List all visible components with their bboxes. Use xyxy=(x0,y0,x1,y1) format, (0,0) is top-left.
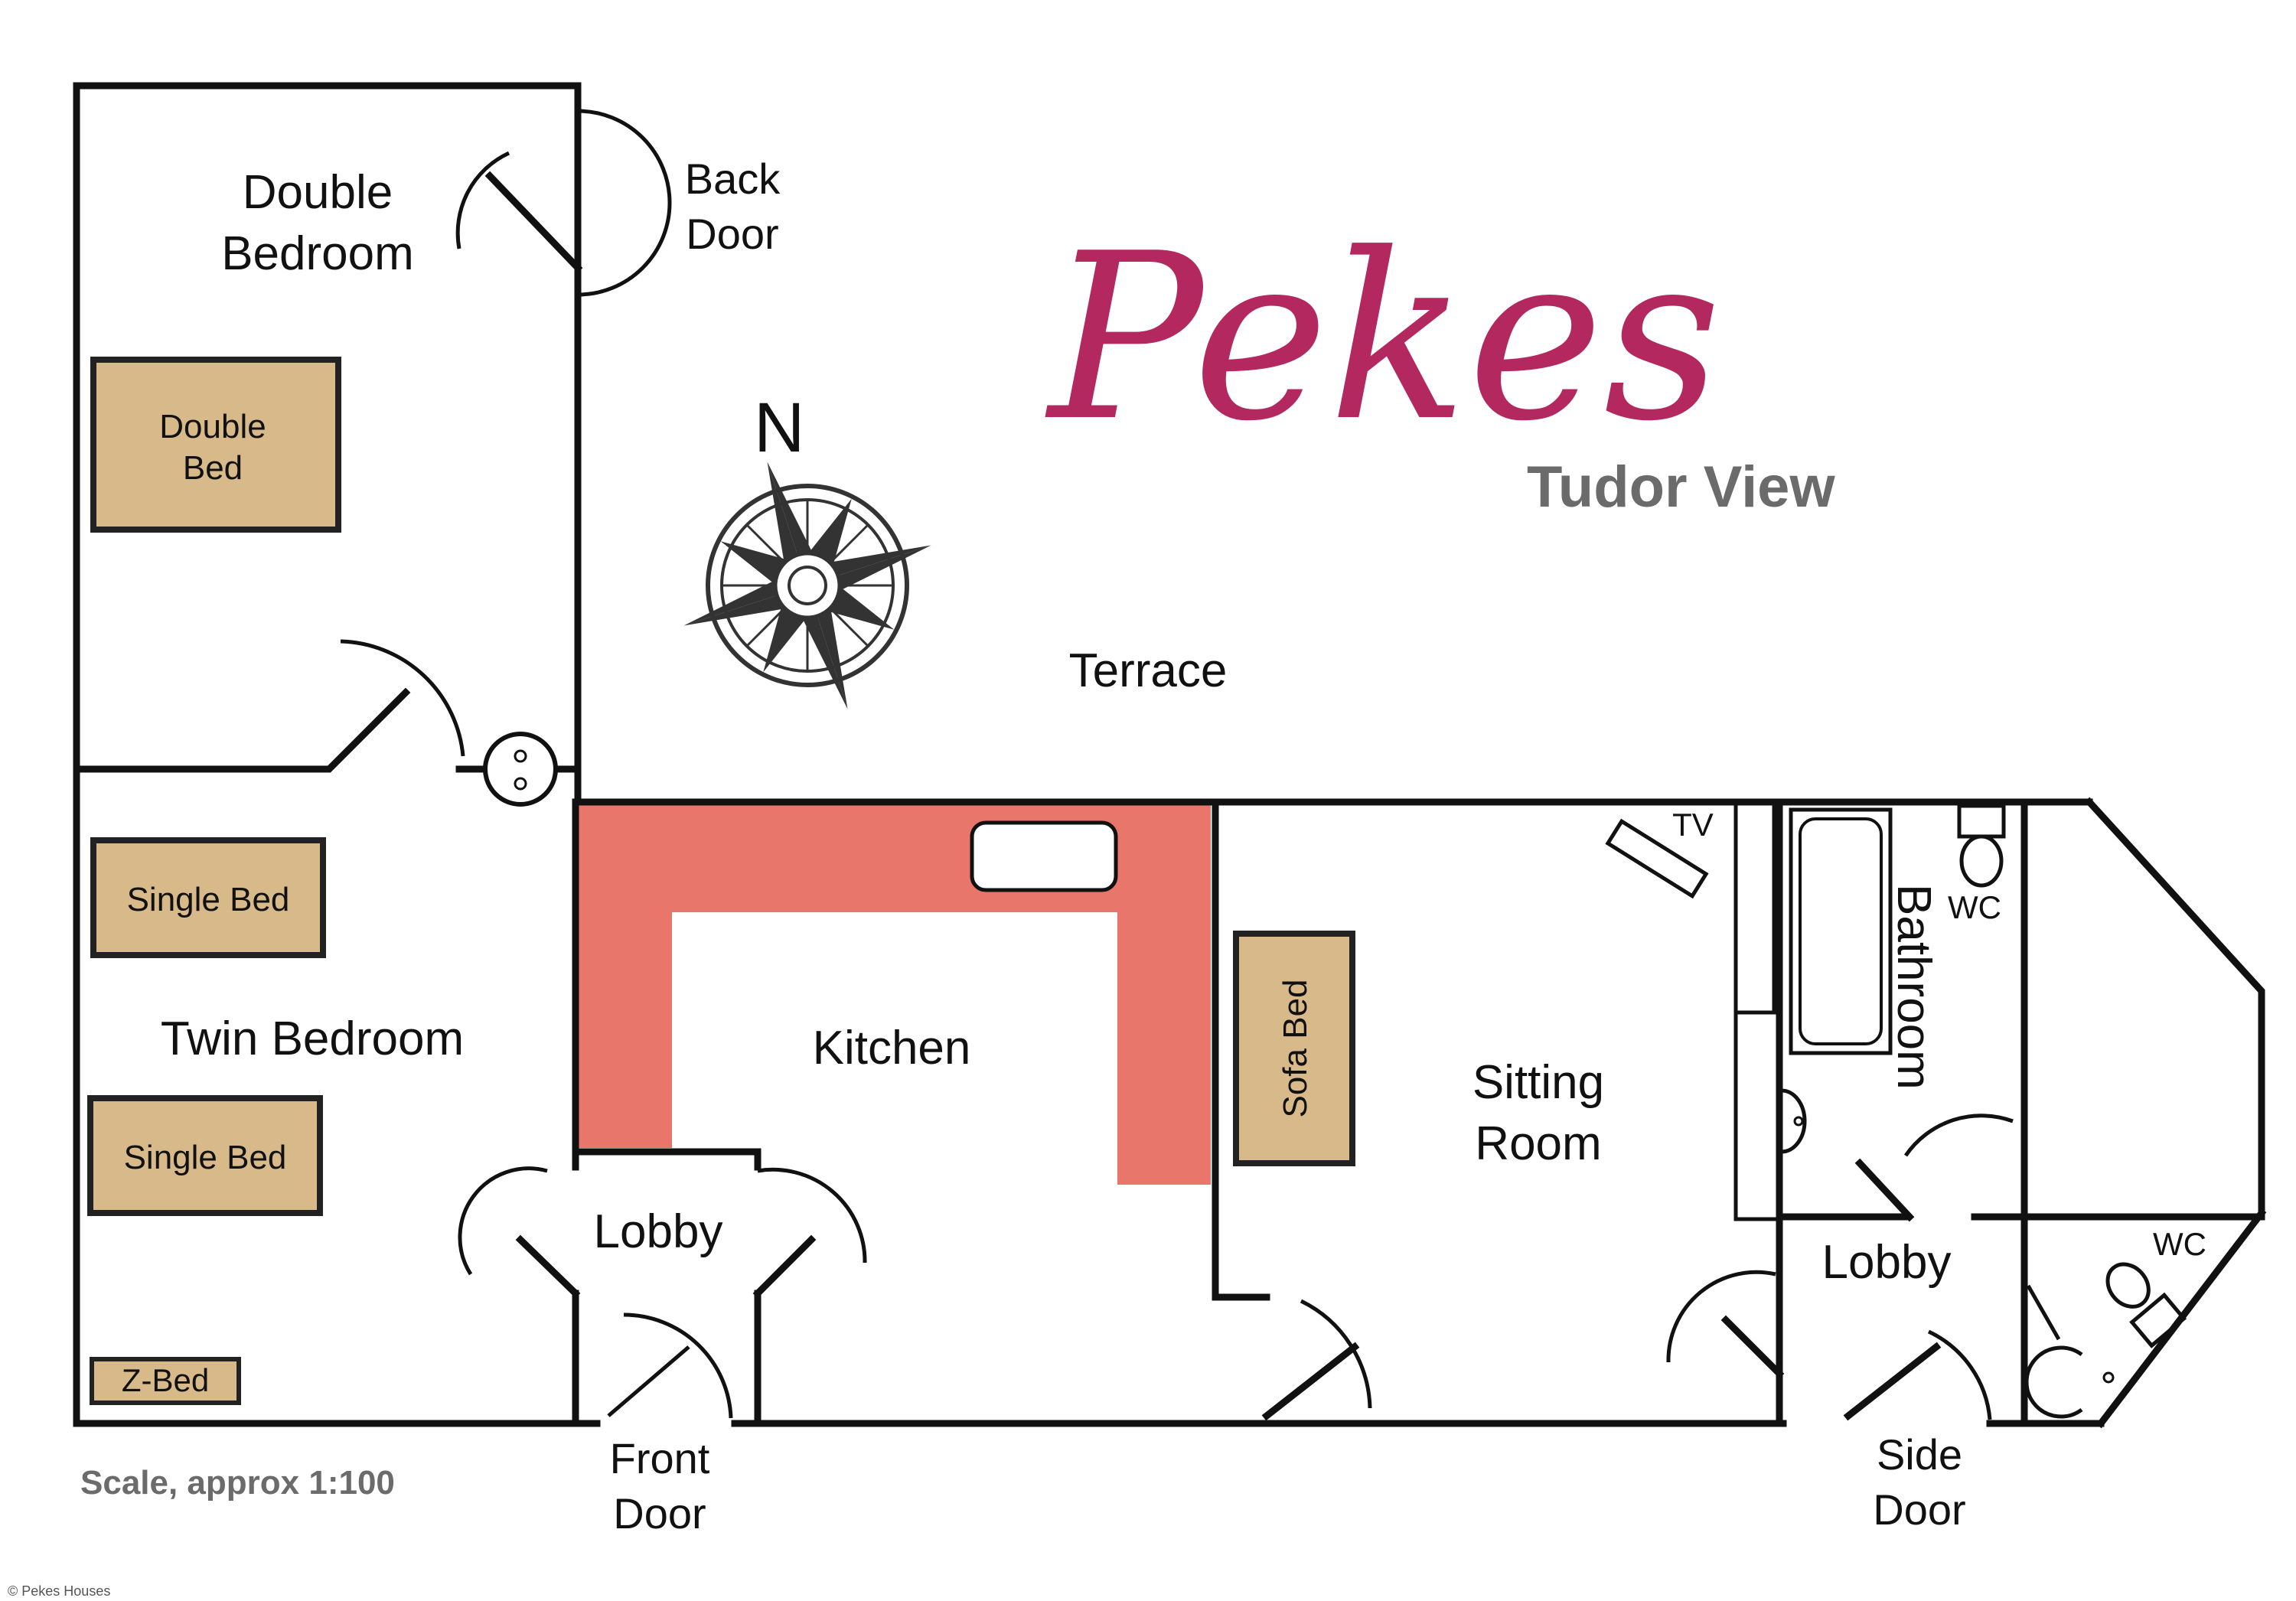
scale-note: Scale, approx 1:100 xyxy=(80,1464,395,1502)
wash-basin xyxy=(1781,1088,1807,1154)
room-label-bathroom: Bathroom xyxy=(1887,884,1940,1090)
toilet-1 xyxy=(1959,834,2004,888)
tv-label: TV xyxy=(1672,807,1714,843)
corner-basin xyxy=(2024,1345,2083,1419)
room-label-kitchen: Kitchen xyxy=(813,1022,971,1074)
kitchen-counter xyxy=(576,802,1211,1185)
sofa-bed xyxy=(1233,931,1355,1166)
brand-subtitle: Tudor View xyxy=(1527,455,1835,520)
single-bed-1-label: Single Bed xyxy=(127,881,290,918)
wc-label-1: WC xyxy=(1948,889,2001,925)
single-bed-1 xyxy=(90,837,326,958)
bathroom-fixtures xyxy=(1733,800,2187,1419)
z-bed xyxy=(90,1357,241,1405)
toilet-cistern-1 xyxy=(1957,804,2006,839)
wc-label-2: WC xyxy=(2153,1226,2206,1262)
room-label-lobby-front: Lobby xyxy=(594,1205,723,1258)
compass-north-label: N xyxy=(754,389,804,467)
single-bed-2 xyxy=(87,1095,323,1216)
room-label-terrace: Terrace xyxy=(1069,644,1228,697)
double-bed xyxy=(90,357,341,533)
z-bed-label: Z-Bed xyxy=(122,1362,209,1398)
single-bed-2-label: Single Bed xyxy=(124,1139,287,1176)
small-table xyxy=(483,732,558,807)
brand-logo: Pekes xyxy=(1045,204,1721,471)
compass-icon xyxy=(683,461,931,709)
tv-unit xyxy=(1605,818,1709,899)
door-swings xyxy=(340,109,2014,1421)
kitchen-sink xyxy=(970,820,1118,892)
sofa-bed-label: Sofa Bed xyxy=(1277,979,1314,1117)
room-label-lobby-side: Lobby xyxy=(1822,1236,1952,1289)
toilet-2 xyxy=(2105,1262,2151,1309)
bathtub xyxy=(1789,807,1893,1055)
room-label-twin-bedroom: Twin Bedroom xyxy=(161,1012,464,1065)
toilet-cistern-2 xyxy=(2129,1292,2187,1348)
copyright-note: © Pekes Houses xyxy=(8,1583,110,1599)
